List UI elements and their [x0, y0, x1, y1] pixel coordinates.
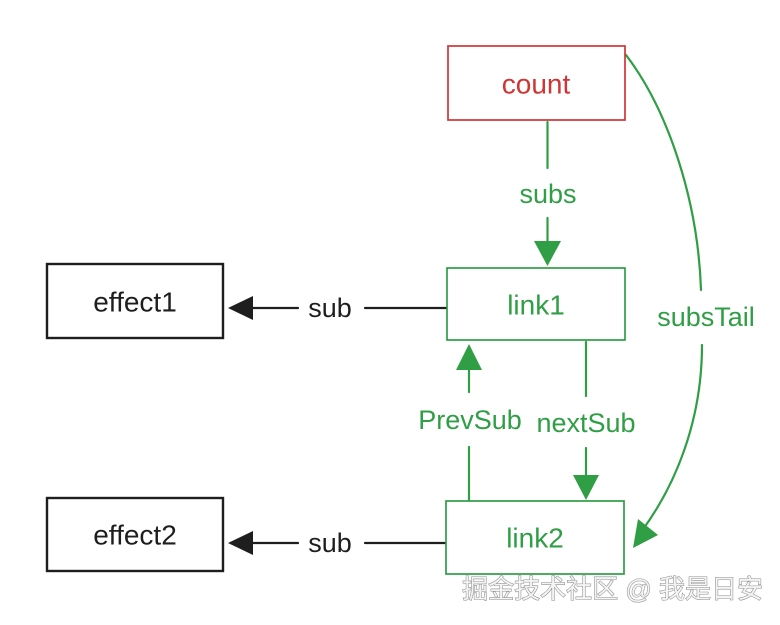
edge-substail-label: subsTail	[657, 302, 755, 332]
edge-substail-curve-upper	[624, 53, 703, 292]
edge-sub2-arrowhead-icon	[228, 531, 253, 555]
edge-sub1-label: sub	[308, 293, 352, 323]
edge-sub2-label: sub	[308, 528, 352, 558]
node-effect2-label: effect2	[93, 520, 177, 551]
node-effect1-box	[45, 262, 225, 340]
node-count-box	[447, 45, 626, 121]
node-effect2-box	[45, 496, 225, 573]
node-link1-box	[446, 267, 626, 341]
node-link1-label: link1	[507, 290, 565, 321]
node-link2-box	[445, 500, 625, 575]
edge-nextsub-label: nextSub	[536, 408, 635, 438]
node-link2-label: link2	[506, 523, 564, 554]
edge-prevsub-arrowhead-icon	[456, 344, 482, 370]
node-effect1-label: effect1	[93, 287, 177, 318]
watermark: 掘金技术社区 @ 我是日安	[462, 574, 763, 604]
edge-subs-arrowhead-icon	[534, 241, 561, 266]
node-count-label: count	[502, 69, 571, 100]
edge-prevsub-label: PrevSub	[418, 405, 522, 435]
edge-sub1-arrowhead-icon	[228, 296, 253, 320]
edge-subs-label: subs	[519, 179, 576, 209]
edge-substail-arrowhead-icon	[633, 519, 658, 548]
edge-nextsub-arrowhead-icon	[573, 475, 599, 500]
edge-substail-curve-lower	[639, 343, 704, 534]
